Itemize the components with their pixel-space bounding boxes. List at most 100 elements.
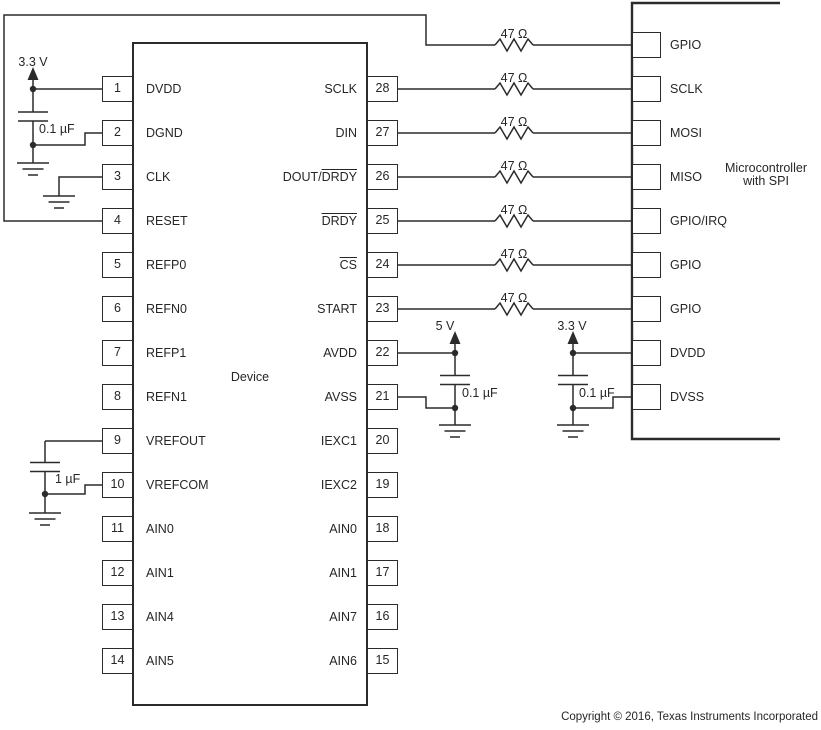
device-pin-10-box: 10 (102, 472, 133, 498)
resistor-symbol (494, 257, 534, 273)
resistor-symbol (494, 213, 534, 229)
signal-text: SCLK (324, 82, 357, 96)
supply-arrow-icon (449, 331, 461, 344)
device-box-outline (132, 42, 368, 706)
device-pin-label-start: START (205, 300, 357, 318)
device-pin-label-ain5: AIN5 (146, 654, 174, 668)
device-pin-17-box: 17 (367, 560, 398, 586)
device-pin-20-box: 20 (367, 428, 398, 454)
device-pin-16-box: 16 (367, 604, 398, 630)
device-pin-label-dvdd: DVDD (146, 82, 182, 96)
device-pin-label-din: DIN (205, 124, 357, 142)
mcu-pin-gpio-irq-box (632, 208, 661, 234)
resistor-value-label: 47 Ω (500, 203, 528, 217)
device-pin-2-box: 2 (102, 120, 133, 146)
resistor-value-label: 47 Ω (500, 291, 528, 305)
device-pin-label-refp1: REFP1 (146, 346, 187, 360)
mcu-pin-label-mosi: MOSI (670, 126, 702, 140)
device-pin-label-dout-drdy: DOUT/DRDY (205, 168, 357, 186)
signal-text: AIN1 (329, 566, 357, 580)
active-low-signal: DRDY (321, 170, 357, 184)
cap-vref-value-label: 1 µF (55, 472, 81, 486)
device-pin-label-ain7: AIN7 (205, 608, 357, 626)
mcu-pin-label-gpio: GPIO (670, 258, 702, 272)
mcu-pin-miso-box (632, 164, 661, 190)
resistor-value-label: 47 Ω (500, 115, 528, 129)
device-pin-label-dgnd: DGND (146, 126, 183, 140)
mcu-pin-label-miso: MISO (670, 170, 702, 184)
mcu-title-line1: Microcontroller (725, 161, 807, 175)
device-pin-28-box: 28 (367, 76, 398, 102)
supply-arrow-icon (27, 67, 39, 80)
device-pin-25-box: 25 (367, 208, 398, 234)
device-pin-8-box: 8 (102, 384, 133, 410)
device-pin-21-box: 21 (367, 384, 398, 410)
device-pin-label-refp0: REFP0 (146, 258, 187, 272)
device-pin-label-iexc2: IEXC2 (205, 476, 357, 494)
clk-ground-wire (58, 176, 102, 196)
device-pin-label-reset: RESET (146, 214, 188, 228)
signal-text: AVDD (323, 346, 357, 360)
device-pin-27-box: 27 (367, 120, 398, 146)
signal-text: DOUT/ (282, 170, 322, 184)
device-pin-23-box: 23 (367, 296, 398, 322)
mcu-pin-sclk-box (632, 76, 661, 102)
active-low-signal: DRDY (321, 214, 357, 228)
cap-dvdd-value-label: 0.1 µF (39, 122, 75, 136)
device-pin-1-box: 1 (102, 76, 133, 102)
device-pin-label-ain1: AIN1 (146, 566, 174, 580)
device-pin-label-avdd: AVDD (205, 344, 357, 362)
device-pin-4-box: 4 (102, 208, 133, 234)
device-pin-13-box: 13 (102, 604, 133, 630)
reset-loop-wire (3, 14, 495, 222)
rail-5v-label: 5 V (435, 319, 455, 333)
resistor-symbol (494, 301, 534, 317)
signal-text: DIN (335, 126, 357, 140)
device-pin-9-box: 9 (102, 428, 133, 454)
device-pin-15-box: 15 (367, 648, 398, 674)
mcu-title: Microcontroller with SPI (696, 162, 821, 188)
device-pin-24-box: 24 (367, 252, 398, 278)
device-pin-label-refn0: REFN0 (146, 302, 187, 316)
mcu-pin-label-dvss: DVSS (670, 390, 705, 404)
resistor-value-label: 47 Ω (500, 27, 528, 41)
mcu-pin-label-sclk: SCLK (670, 82, 703, 96)
device-pin-label-drdy: DRDY (205, 212, 357, 230)
device-pin-19-box: 19 (367, 472, 398, 498)
mcu-pin-mosi-box (632, 120, 661, 146)
mcu-pin-gpio-box (632, 296, 661, 322)
mcu-pin-gpio-box (632, 252, 661, 278)
device-pin-label-refn1: REFN1 (146, 390, 187, 404)
mcu-pin-label-gpio-irq: GPIO/IRQ (670, 214, 727, 228)
device-pin-label-cs: CS (205, 256, 357, 274)
mcu-pin-label-dvdd: DVDD (670, 346, 706, 360)
resistor-symbol (494, 37, 534, 53)
device-pin-label-vrefcom: VREFCOM (146, 478, 209, 492)
mcu-pin-gpio-box (632, 32, 661, 58)
dgnd-wire (33, 132, 102, 146)
device-pin-22-box: 22 (367, 340, 398, 366)
device-pin-label-clk: CLK (146, 170, 171, 184)
signal-text: AIN6 (329, 654, 357, 668)
device-pin-label-avss: AVSS (205, 388, 357, 406)
mcu-title-line2: with SPI (743, 174, 789, 188)
resistor-symbol (494, 169, 534, 185)
signal-text: START (317, 302, 357, 316)
device-pin-label-ain0: AIN0 (146, 522, 174, 536)
resistor-value-label: 47 Ω (500, 247, 528, 261)
vrefcom-wire (45, 484, 102, 495)
device-pin-3-box: 3 (102, 164, 133, 190)
avss-wire (398, 396, 455, 409)
resistor-value-label: 47 Ω (500, 159, 528, 173)
device-pin-6-box: 6 (102, 296, 133, 322)
resistor-symbol (494, 125, 534, 141)
signal-text: IEXC1 (320, 434, 357, 448)
resistor-value-label: 47 Ω (500, 71, 528, 85)
copyright-notice: Copyright © 2016, Texas Instruments Inco… (561, 711, 818, 723)
supply-arrow-icon (567, 331, 579, 344)
mcu-pin-label-gpio: GPIO (670, 302, 702, 316)
signal-text: AIN7 (329, 610, 357, 624)
device-pin-label-iexc1: IEXC1 (205, 432, 357, 450)
